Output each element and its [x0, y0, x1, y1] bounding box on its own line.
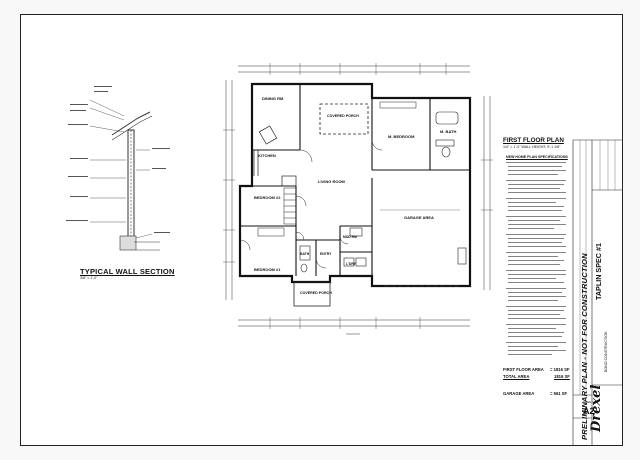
room-label-master-bath: M. BATH: [440, 129, 457, 134]
room-label-entry: ENTRY: [320, 252, 332, 256]
project-name: TAPLIN SPEC #1: [594, 243, 603, 300]
spec-notes: [506, 162, 566, 355]
title-block-frame: [572, 139, 623, 446]
room-label-mud-room: MUD RM: [343, 235, 357, 239]
room-label-bath: BATH: [300, 252, 310, 256]
total-area-label: TOTAL AREA: [503, 374, 530, 379]
room-label-bedroom-2: BEDROOM #2: [254, 195, 281, 200]
room-label-dining: DINING RM: [262, 96, 284, 101]
exterior-walls: [238, 82, 472, 288]
room-label-living: LIVING ROOM: [318, 179, 345, 184]
wall-section-scale: 3/8" = 1'-0": [80, 276, 98, 280]
kitchen-fixtures: [253, 125, 297, 187]
room-label-covered-porch-rear: COVERED PORCH: [327, 114, 359, 118]
bath-fixtures: [299, 111, 459, 273]
room-label-garage: GARAGE AREA: [404, 215, 434, 220]
closets: [257, 101, 417, 237]
wall-section-title: TYPICAL WALL SECTION: [80, 267, 175, 276]
room-label-master-bedroom: M. BEDROOM: [388, 134, 415, 139]
first-floor-area-label: FIRST FLOOR AREA: [503, 367, 544, 372]
dimension-lines: [223, 63, 493, 335]
room-label-covered-porch-front: COVERED PORCH: [300, 291, 332, 295]
porch-outlines: [293, 103, 369, 307]
floor-plan-title: FIRST FLOOR PLAN: [503, 137, 564, 144]
garage-area-value: = 561 SF: [550, 391, 568, 396]
garage-area-label: GARAGE AREA: [503, 391, 535, 396]
total-area-value: 1816 SF: [554, 374, 570, 379]
sheet-border: [20, 14, 623, 446]
spec-heading: NEW HOME PLAN SPECIFICATIONS: [506, 155, 568, 159]
room-label-bedroom-1: BEDROOM #1: [254, 267, 281, 272]
room-label-laundry: L'DRY: [346, 262, 356, 266]
room-label-kitchen: KITCHEN: [258, 153, 276, 158]
floor-plan-scale: 1/4" = 1'-0" WALL HEIGHT: 9'-1 1/8": [503, 145, 561, 149]
sheet-number: A2: [583, 406, 595, 416]
garage-elements: [380, 209, 467, 287]
sheet-label: SHEET: [583, 400, 594, 404]
first-floor-area-value: = 1816 SF: [550, 367, 570, 372]
builder-name: BONO CONSTRUCTION: [604, 331, 608, 372]
wall-section-drawing: [66, 86, 170, 251]
door-swings: [239, 139, 383, 269]
